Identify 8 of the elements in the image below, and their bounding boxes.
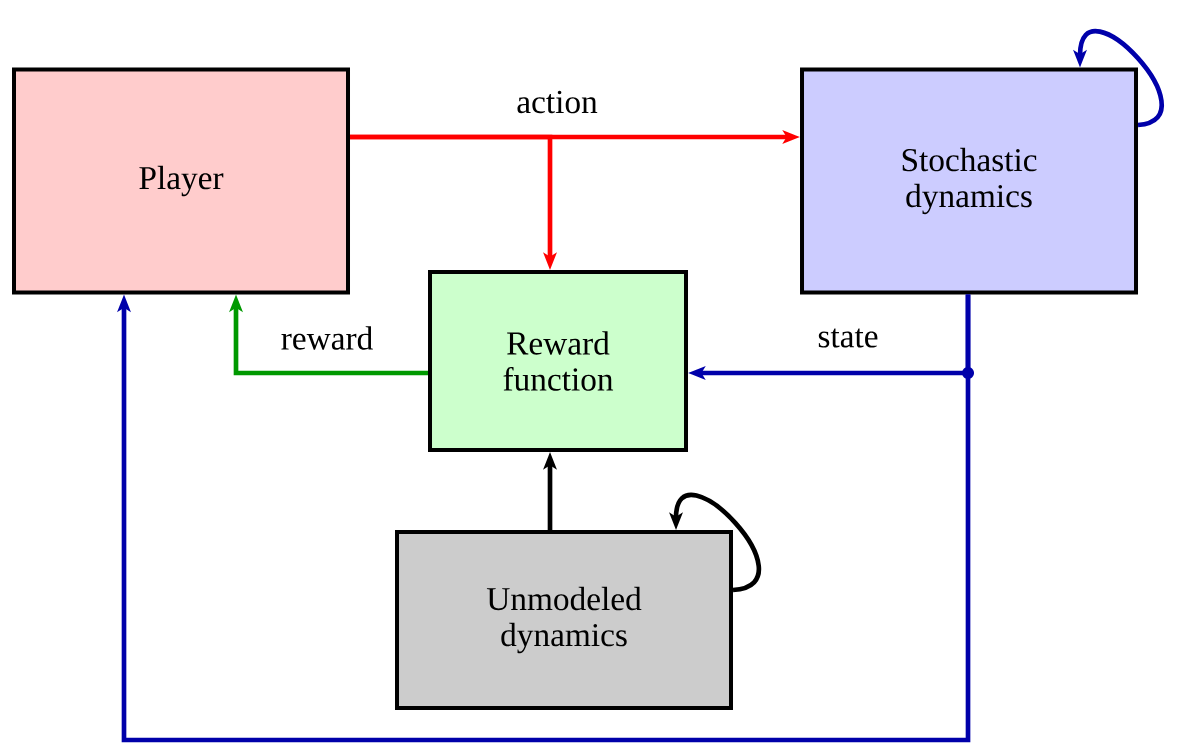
edge-label: reward: [281, 326, 373, 350]
process-box: Stochastic dynamics: [800, 67, 1138, 295]
edge-label: state: [818, 328, 878, 348]
process-box: Reward function: [428, 270, 688, 452]
arrow: [117, 294, 971, 743]
process-box: Player: [12, 67, 350, 295]
process-box: Unmodeled dynamics: [395, 530, 733, 710]
edge-label: action: [517, 90, 598, 114]
